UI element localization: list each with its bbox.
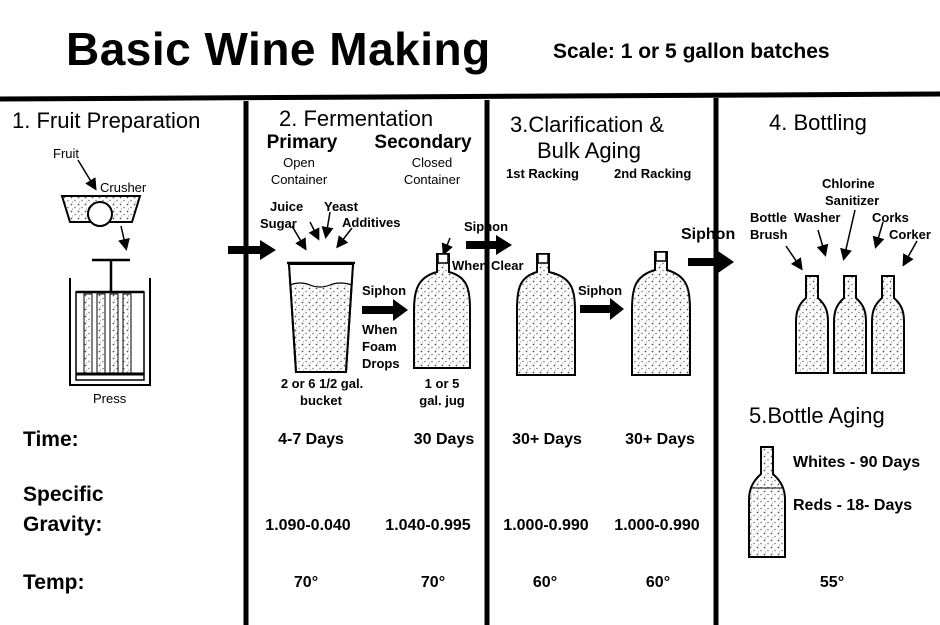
stage-4-header: 4. Bottling — [769, 110, 867, 135]
additives-label: Additives — [342, 215, 401, 230]
press-icon — [69, 258, 151, 386]
first-racking-label: 1st Racking — [506, 166, 579, 181]
yeast-label: Yeast — [324, 199, 358, 214]
bottle-icon-2 — [833, 275, 867, 374]
time-secondary: 30 Days — [413, 431, 475, 448]
bottle-brush-line1: Bottle — [750, 210, 787, 225]
siphon-label-bottling: Siphon — [681, 226, 736, 243]
corker-arrow — [902, 240, 918, 267]
crusher-arrow — [118, 225, 130, 251]
chlorine-label: Chlorine — [822, 176, 875, 191]
header-rule — [0, 91, 940, 102]
temp-second-racking: 60° — [645, 574, 671, 591]
stage-5-header: 5.Bottle Aging — [749, 403, 885, 428]
corker-label: Corker — [889, 227, 931, 242]
when-clear-label: When Clear — [452, 258, 524, 273]
bucket-size-line1: 2 or 6 1/2 gal. — [280, 376, 364, 391]
jug-size-line1: 1 or 5 — [424, 376, 460, 391]
stage-1-header: 1. Fruit Preparation — [12, 108, 201, 133]
sanitizer-arrow — [840, 209, 856, 261]
page-title: Basic Wine Making — [66, 23, 491, 75]
bottle-icon-3 — [871, 275, 905, 374]
temp-first-racking: 60° — [532, 574, 558, 591]
when-foam-line3: Drops — [362, 356, 400, 371]
when-foam-line1: When — [362, 322, 398, 337]
juice-label: Juice — [270, 199, 304, 214]
first-racking-jug-icon — [516, 253, 576, 376]
temp-row-label: Temp: — [23, 571, 85, 594]
fruit-arrow — [77, 159, 97, 191]
stage-3-header-line1: 3.Clarification & — [510, 112, 665, 137]
time-second-racking: 30+ Days — [625, 431, 695, 448]
yeast-arrow — [321, 211, 334, 239]
fruit-label: Fruit — [53, 146, 79, 161]
bottle-brush-line2: Brush — [750, 227, 788, 242]
jug-size-line2: gal. jug — [419, 393, 465, 408]
time-primary: 4-7 Days — [278, 431, 344, 448]
stage-3-header-line2: Bulk Aging — [537, 138, 641, 163]
when-foam-line2: Foam — [362, 339, 397, 354]
sg-second-racking: 1.000-0.990 — [614, 517, 700, 534]
sg-row-label-2: Gravity: — [23, 513, 103, 536]
siphon-label-racking: Siphon — [578, 283, 623, 298]
primary-desc-1: Open — [283, 155, 315, 170]
secondary-jug-icon — [413, 253, 471, 369]
secondary-desc-1: Closed — [411, 155, 453, 170]
temp-primary: 70° — [293, 574, 319, 591]
sg-first-racking: 1.000-0.990 — [503, 517, 589, 534]
bottle-icon-1 — [795, 275, 829, 374]
washer-label: Washer — [794, 210, 841, 225]
secondary-label: Secondary — [374, 132, 472, 153]
primary-desc-2: Container — [270, 172, 328, 187]
juice-arrow — [291, 225, 307, 251]
arrow-to-bottling — [688, 251, 734, 273]
sugar-label: Sugar — [260, 216, 297, 231]
corks-arrow — [872, 221, 885, 249]
secondary-desc-2: Container — [403, 172, 461, 187]
aging-bottle-icon — [748, 446, 786, 558]
sg-row-label-1: Specific — [23, 483, 104, 506]
additives-arrow — [336, 227, 353, 249]
second-racking-label: 2nd Racking — [614, 166, 692, 181]
reds-aging: Reds - 18- Days — [793, 497, 913, 514]
sugar-arrow — [308, 221, 320, 241]
arrow-to-fermentation — [228, 240, 276, 260]
time-row-label: Time: — [23, 428, 79, 451]
corks-label: Corks — [872, 210, 909, 225]
primary-label: Primary — [266, 132, 338, 153]
batch-scale: Scale: 1 or 5 gallon batches — [553, 40, 830, 63]
temp-secondary: 70° — [420, 574, 446, 591]
press-label: Press — [93, 391, 127, 406]
siphon-label-clarify: Siphon — [464, 219, 509, 234]
primary-bucket-icon — [287, 261, 355, 373]
airlock-arrow — [441, 237, 453, 256]
sg-secondary: 1.040-0.995 — [385, 517, 471, 534]
arrow-primary-to-secondary — [362, 299, 408, 321]
siphon-label-fermentation: Siphon — [362, 283, 407, 298]
whites-aging: Whites - 90 Days — [793, 454, 921, 471]
temp-bottle-aging: 55° — [819, 574, 845, 591]
crusher-label: Crusher — [100, 180, 147, 195]
arrow-racking — [580, 298, 624, 320]
washer-arrow — [816, 229, 829, 257]
second-racking-jug-icon — [631, 251, 691, 376]
stage-2-header: 2. Fermentation — [279, 106, 434, 131]
sanitizer-label: Sanitizer — [825, 193, 880, 208]
arrow-to-clarification — [466, 235, 512, 255]
bucket-size-line2: bucket — [300, 393, 342, 408]
time-first-racking: 30+ Days — [512, 431, 582, 448]
sg-primary: 1.090-0.040 — [265, 517, 351, 534]
brush-arrow — [785, 245, 803, 271]
crusher-icon — [60, 195, 142, 227]
